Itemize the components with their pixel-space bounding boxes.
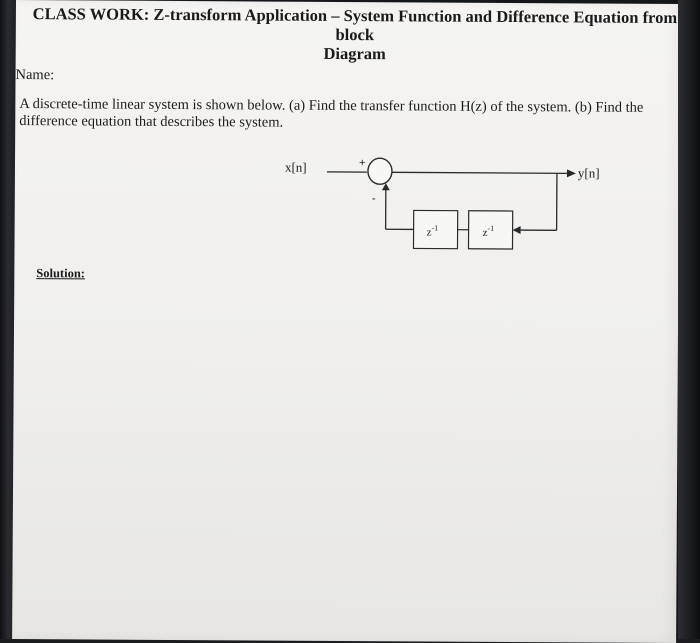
output-arrowhead [567, 169, 576, 177]
output-line [392, 172, 567, 173]
worksheet-page: CLASS WORK: Z-transform Application – Sy… [12, 0, 680, 643]
minus-sign: - [372, 191, 376, 205]
plus-sign: + [359, 157, 366, 169]
summing-junction [368, 158, 392, 184]
input-label: x[n] [285, 160, 307, 175]
monitor-edge [678, 0, 700, 639]
title-line-1: CLASS WORK: Z-transform Application – Sy… [30, 4, 680, 46]
title-line-2: Diagram [30, 42, 680, 65]
solution-label: Solution: [36, 266, 85, 281]
block-diagram: x[n] + y[n] z-1 z-1 - [276, 152, 617, 254]
output-label: y[n] [578, 165, 600, 180]
question-text: A discrete-time linear system is shown b… [19, 96, 669, 134]
name-label: Name: [15, 67, 54, 84]
feedback-arrowhead [513, 226, 521, 234]
page-title: CLASS WORK: Z-transform Application – Sy… [30, 4, 680, 65]
